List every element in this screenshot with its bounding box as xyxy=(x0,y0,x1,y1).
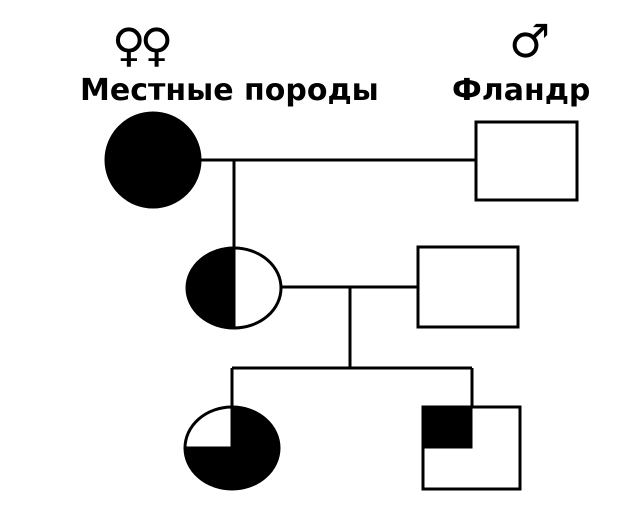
gen1-female-circle xyxy=(104,111,202,209)
gen2-male-square xyxy=(416,245,520,329)
female-symbols: ♀♀ xyxy=(112,18,173,72)
male-symbol: ♂ xyxy=(509,14,551,68)
male-group-label: Фландр xyxy=(452,73,591,108)
gen3-male-fill xyxy=(421,405,473,449)
female-group-label: Местные породы xyxy=(80,73,379,108)
gen2-female-fill xyxy=(187,248,234,328)
gen1-male-square xyxy=(474,120,579,202)
